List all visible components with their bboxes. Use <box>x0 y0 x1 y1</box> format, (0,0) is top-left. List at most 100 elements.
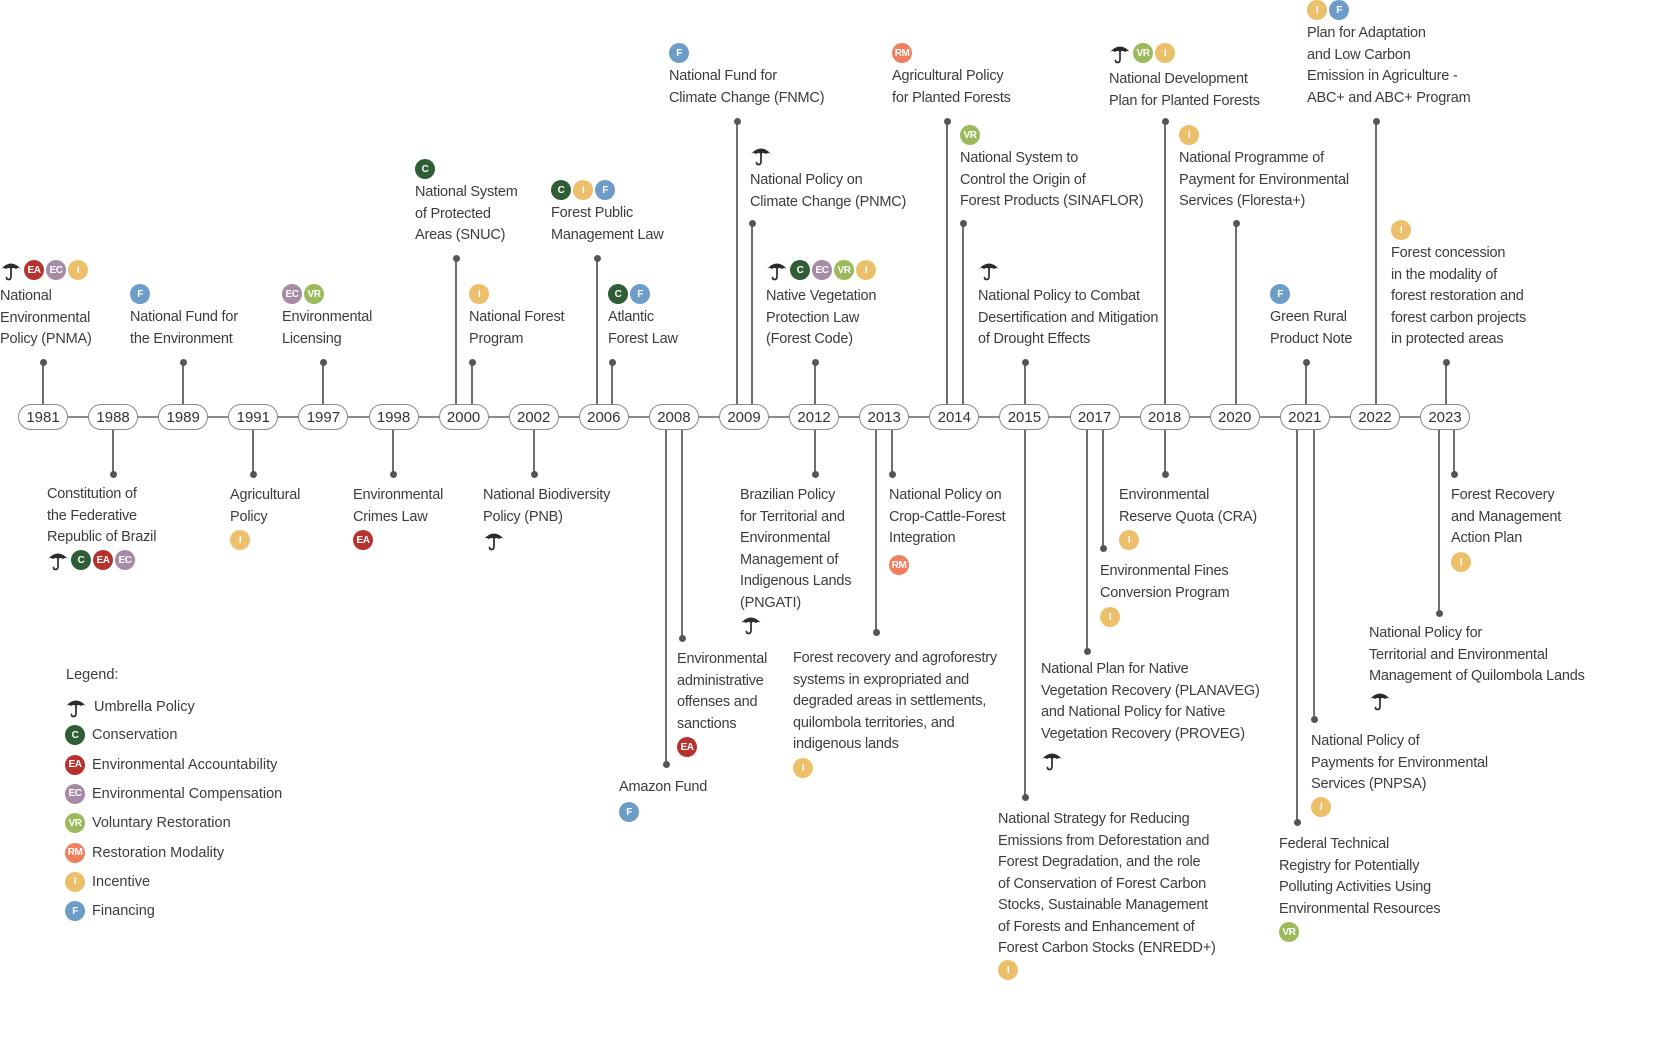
event-label-line: National Plan for Native <box>1041 661 1189 677</box>
event-connector <box>751 223 753 404</box>
event-label-line: National System <box>415 184 518 200</box>
event-dot <box>1021 358 1029 366</box>
event-category-icons: I <box>230 530 250 550</box>
event-connector <box>471 362 473 404</box>
incentive-badge: I <box>1307 0 1327 20</box>
event-label-line: National <box>0 288 52 304</box>
year-pill-2023: 2023 <box>1420 404 1470 430</box>
event-connector <box>533 430 535 474</box>
event-label-line: Forest Recovery <box>1451 487 1555 503</box>
event-label-line: National Fund for <box>669 68 777 84</box>
event-category-icons: I <box>1451 552 1471 572</box>
event-label-line: Agricultural Policy <box>892 68 1004 84</box>
compensation-badge: EC <box>46 260 66 280</box>
modality-badge: RM <box>889 555 909 575</box>
event-label-line: Payments for Environmental <box>1311 754 1488 771</box>
event-label-line: Plan for Adaptation <box>1307 25 1426 41</box>
event-connector <box>1024 362 1026 404</box>
event-label-line: Vegetation Recovery (PLANAVEG) <box>1041 682 1260 699</box>
event-label-line: Indigenous Lands <box>740 573 852 589</box>
event-label-line: Forest concession <box>1391 245 1506 261</box>
event-label-line: Crop-Cattle-Forest <box>889 508 1006 525</box>
event-connector <box>736 121 738 404</box>
year-pill-2000: 2000 <box>438 404 489 430</box>
event-dot <box>1435 609 1443 617</box>
accountability-badge: EA <box>677 737 697 757</box>
event-connector <box>322 362 324 404</box>
event-label-line: degraded areas in settlements, <box>793 693 987 709</box>
incentive-badge: I <box>1100 607 1120 627</box>
event-label-line: Stocks, Sustainable Management <box>998 897 1209 913</box>
incentive-badge: I <box>1451 552 1471 572</box>
event-dot <box>1372 117 1380 125</box>
event-label-line: Areas (SNUC) <box>415 227 506 243</box>
event-connector <box>1296 430 1298 822</box>
year-pill-2008: 2008 <box>648 404 699 430</box>
incentive-badge: I <box>230 530 250 550</box>
umbrella-icon <box>1041 749 1063 771</box>
year-pill-2006: 2006 <box>578 404 629 430</box>
event-connector <box>814 430 816 474</box>
umbrella-icon <box>0 259 22 281</box>
event-label-line: Policy (PNB) <box>483 508 563 525</box>
financing-badge: F <box>595 180 615 200</box>
conservation-badge: C <box>790 260 810 280</box>
year-pill-2017: 2017 <box>1069 404 1120 430</box>
incentive-badge: I <box>469 284 489 304</box>
financing-badge: F <box>1329 0 1349 20</box>
event-label-line: and National Policy for Native <box>1041 704 1226 720</box>
event-label-line: Forest recovery and agroforestry <box>793 650 997 666</box>
event-connector <box>1305 362 1307 404</box>
umbrella-icon <box>1109 42 1131 64</box>
umbrella-icon <box>47 549 69 571</box>
event-label-line: of Protected <box>415 205 491 222</box>
year-pill-2013: 2013 <box>859 404 910 430</box>
conservation-badge: C <box>551 180 571 200</box>
legend-item: Umbrella Policy <box>65 696 195 718</box>
event-label-line: Licensing <box>282 330 342 347</box>
event-connector <box>1438 430 1440 613</box>
event-category-icons: I <box>998 960 1018 980</box>
event-dot <box>179 358 187 366</box>
event-category-icons <box>1369 690 1391 711</box>
umbrella-icon <box>766 259 788 281</box>
event-dot <box>888 470 896 478</box>
event-label-line: Registry for Potentially <box>1279 857 1420 874</box>
event-label-line: Integration <box>889 530 956 546</box>
event-category-icons: I <box>469 284 489 304</box>
event-category-icons: I <box>1179 125 1199 145</box>
event-label-line: Native Vegetation <box>766 288 877 304</box>
event-label-line: Services (Floresta+) <box>1179 193 1306 209</box>
compensation-badge: EC <box>812 260 832 280</box>
event-dot <box>39 358 47 366</box>
event-label-line: Environmental <box>740 530 831 546</box>
financing-badge: F <box>669 43 689 63</box>
event-label-line: systems in expropriated and <box>793 671 969 688</box>
restoration-badge: VR <box>65 813 85 834</box>
event-connector <box>1102 430 1104 548</box>
event-connector <box>1235 223 1237 404</box>
event-label-line: Climate Change (PNMC) <box>750 193 907 210</box>
conservation-badge: C <box>71 550 91 570</box>
event-label-line: National Biodiversity <box>483 487 611 503</box>
